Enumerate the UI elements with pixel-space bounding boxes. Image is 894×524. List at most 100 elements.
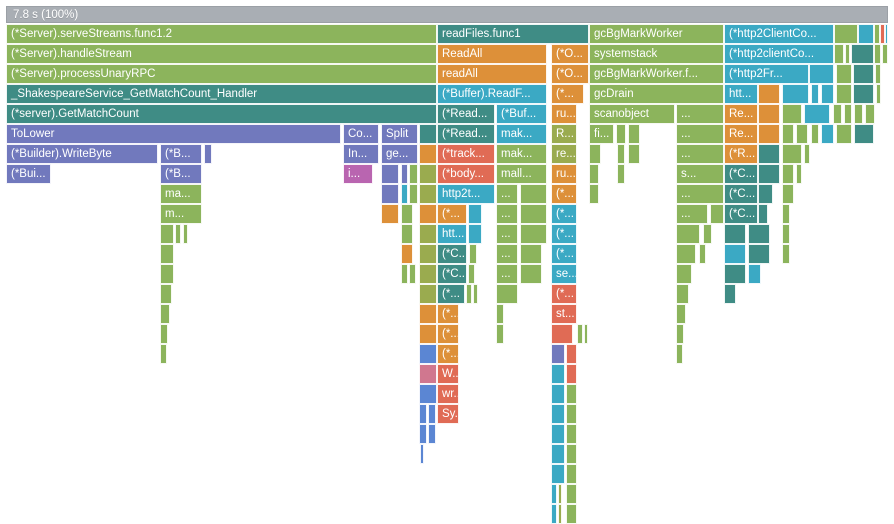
flame-frame[interactable] bbox=[183, 224, 188, 244]
flame-frame[interactable] bbox=[589, 184, 599, 204]
flame-frame[interactable] bbox=[160, 224, 174, 244]
flame-frame[interactable] bbox=[381, 164, 399, 184]
flame-frame[interactable] bbox=[782, 164, 794, 184]
flame-frame[interactable] bbox=[551, 464, 565, 484]
flame-frame[interactable] bbox=[782, 224, 790, 244]
flame-frame[interactable] bbox=[381, 184, 399, 204]
flame-frame[interactable]: (*B... bbox=[160, 144, 202, 164]
flame-frame[interactable]: gcBgMarkWorker.f... bbox=[589, 64, 724, 84]
flame-frame[interactable]: Co... bbox=[343, 124, 379, 144]
flame-frame[interactable]: (*O... bbox=[551, 44, 589, 64]
flame-frame[interactable] bbox=[809, 64, 834, 84]
flame-frame[interactable]: ... bbox=[496, 244, 518, 264]
flame-frame[interactable]: st... bbox=[551, 304, 577, 324]
flame-frame[interactable]: re... bbox=[551, 144, 577, 164]
flame-frame[interactable] bbox=[782, 124, 794, 144]
flame-frame[interactable] bbox=[419, 284, 437, 304]
flame-frame[interactable] bbox=[551, 384, 565, 404]
flame-frame[interactable]: (*... bbox=[437, 304, 459, 324]
flame-frame[interactable]: (*C... bbox=[724, 164, 758, 184]
flame-frame[interactable] bbox=[419, 244, 437, 264]
flame-frame[interactable] bbox=[758, 104, 780, 124]
flame-frame[interactable]: htt... bbox=[437, 224, 467, 244]
flame-frame[interactable] bbox=[381, 204, 399, 224]
flame-frame[interactable] bbox=[420, 444, 424, 464]
flame-frame[interactable]: (*... bbox=[551, 224, 577, 244]
flame-frame[interactable] bbox=[821, 84, 834, 104]
flame-frame[interactable] bbox=[551, 364, 565, 384]
flame-frame[interactable]: (*http2Fr... bbox=[724, 64, 809, 84]
flame-frame[interactable] bbox=[676, 344, 683, 364]
flame-frame[interactable]: (*... bbox=[551, 184, 577, 204]
flame-frame[interactable] bbox=[401, 204, 413, 224]
flame-frame[interactable] bbox=[851, 44, 874, 64]
flame-frame[interactable]: ... bbox=[496, 184, 518, 204]
flame-frame[interactable]: readAll bbox=[437, 64, 547, 84]
flame-frame[interactable] bbox=[834, 24, 858, 44]
flame-frame[interactable] bbox=[782, 184, 794, 204]
flame-frame[interactable] bbox=[758, 124, 780, 144]
flame-frame[interactable] bbox=[865, 104, 875, 124]
flame-frame[interactable] bbox=[204, 144, 212, 164]
flame-frame[interactable]: (*... bbox=[437, 324, 459, 344]
flame-frame[interactable]: s... bbox=[676, 164, 724, 184]
flame-frame[interactable] bbox=[724, 264, 746, 284]
flame-frame[interactable] bbox=[782, 104, 802, 124]
flame-frame[interactable] bbox=[676, 304, 686, 324]
flame-frame[interactable] bbox=[551, 404, 565, 424]
flame-frame[interactable] bbox=[419, 204, 437, 224]
flame-frame[interactable]: W... bbox=[437, 364, 459, 384]
flame-frame[interactable] bbox=[836, 124, 852, 144]
flame-frame[interactable] bbox=[566, 464, 577, 484]
flame-frame[interactable]: ReadAll bbox=[437, 44, 547, 64]
flame-frame[interactable]: (*Buf... bbox=[496, 104, 547, 124]
flame-frame[interactable]: ma... bbox=[160, 184, 202, 204]
flame-frame[interactable]: In... bbox=[343, 144, 379, 164]
flame-frame[interactable] bbox=[584, 324, 588, 344]
flame-frame[interactable]: ge... bbox=[381, 144, 418, 164]
flame-frame[interactable]: ... bbox=[496, 204, 518, 224]
flame-frame[interactable]: (*body... bbox=[437, 164, 495, 184]
flame-frame[interactable] bbox=[551, 424, 565, 444]
flame-frame[interactable] bbox=[558, 484, 562, 504]
flame-frame[interactable] bbox=[676, 284, 689, 304]
flame-frame[interactable] bbox=[748, 264, 761, 284]
flame-frame[interactable]: (*... bbox=[437, 284, 465, 304]
flame-frame[interactable] bbox=[836, 64, 852, 84]
flame-frame[interactable] bbox=[566, 344, 577, 364]
flame-frame[interactable]: (*... bbox=[437, 204, 467, 224]
flame-frame[interactable]: (*Read... bbox=[437, 124, 495, 144]
flame-frame[interactable] bbox=[724, 284, 736, 304]
flame-frame[interactable]: se... bbox=[551, 264, 577, 284]
flame-frame[interactable] bbox=[821, 124, 834, 144]
flame-frame[interactable] bbox=[875, 64, 881, 84]
flame-frame[interactable] bbox=[566, 384, 577, 404]
flame-frame[interactable] bbox=[589, 144, 601, 164]
flame-frame[interactable] bbox=[428, 404, 436, 424]
flame-frame[interactable]: (*Builder).WriteByte bbox=[6, 144, 158, 164]
flame-frame[interactable] bbox=[617, 144, 625, 164]
flame-frame[interactable]: (*B... bbox=[160, 164, 202, 184]
flame-frame[interactable] bbox=[796, 164, 802, 184]
total-duration-bar[interactable]: 7.8 s (100%) bbox=[6, 6, 888, 23]
flame-frame[interactable] bbox=[676, 264, 692, 284]
flame-frame[interactable]: (*C... bbox=[437, 264, 467, 284]
flame-frame[interactable]: ... bbox=[676, 204, 708, 224]
flame-frame[interactable] bbox=[699, 244, 706, 264]
flame-frame[interactable] bbox=[836, 84, 852, 104]
flame-frame[interactable] bbox=[160, 344, 167, 364]
flame-frame[interactable] bbox=[854, 124, 874, 144]
flame-frame[interactable] bbox=[589, 164, 599, 184]
flame-frame[interactable] bbox=[401, 184, 408, 204]
flame-frame[interactable]: ... bbox=[676, 184, 724, 204]
flame-frame[interactable]: gcDrain bbox=[589, 84, 724, 104]
flame-frame[interactable] bbox=[845, 44, 850, 64]
flame-frame[interactable] bbox=[796, 124, 808, 144]
flame-frame[interactable] bbox=[520, 204, 547, 224]
flame-frame[interactable] bbox=[748, 224, 770, 244]
flame-frame[interactable]: mall... bbox=[496, 164, 547, 184]
flame-frame[interactable] bbox=[748, 244, 770, 264]
flame-frame[interactable] bbox=[834, 44, 844, 64]
flame-frame[interactable] bbox=[419, 224, 437, 244]
flame-frame[interactable]: ru... bbox=[551, 104, 577, 124]
